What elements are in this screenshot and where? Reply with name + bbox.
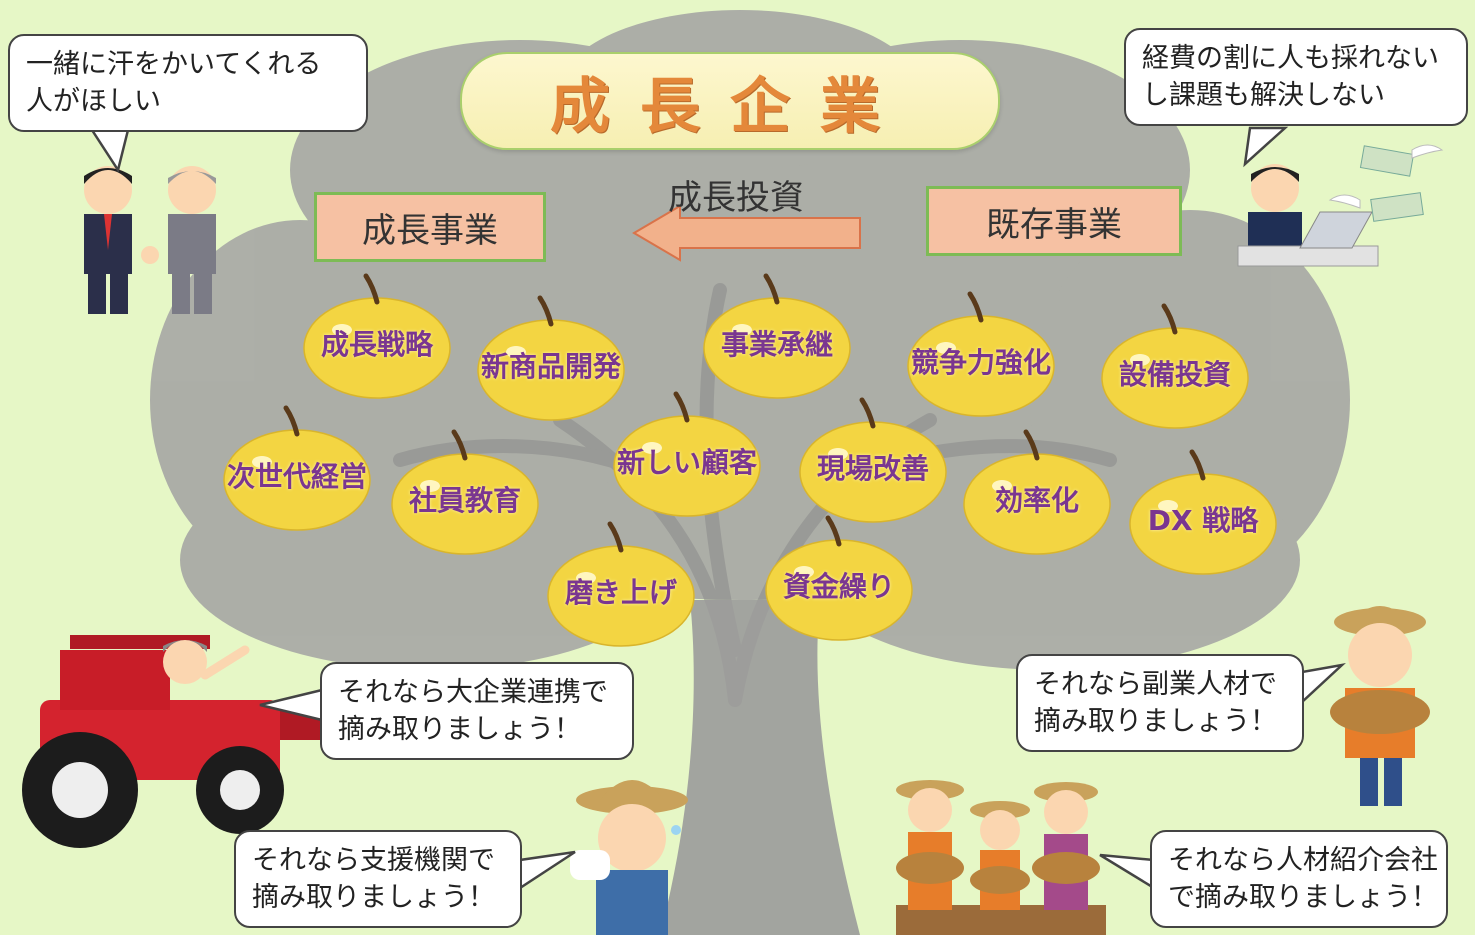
tractor-illustration xyxy=(22,635,320,848)
fruit-highlight xyxy=(332,324,352,336)
bubble-line: 摘み取りましょう！ xyxy=(1034,706,1277,737)
fruit-7: 社員教育 xyxy=(390,429,540,555)
fruit-shape xyxy=(1129,449,1277,575)
growth-investment-label: 成長投資 xyxy=(668,178,804,218)
fruit-label: 設備投資 xyxy=(1118,357,1231,391)
growth-business-box: 成長事業 xyxy=(314,192,546,262)
fruit-shape xyxy=(303,273,451,399)
fruit-stem xyxy=(1189,449,1206,481)
growth-arrow xyxy=(632,204,861,262)
existing-business-box: 既存事業 xyxy=(926,186,1182,256)
bubble-line: 一緒に汗をかいてくれる xyxy=(26,49,322,80)
fruit-label: 社員教育 xyxy=(408,483,521,517)
fruit-shape xyxy=(547,521,695,647)
bubble-top-right: 経費の割に人も採れない し課題も解決しない xyxy=(1124,28,1468,126)
fruit-label: 事業承継 xyxy=(720,327,833,361)
fruit-highlight xyxy=(794,566,814,578)
fruit-shape xyxy=(765,515,913,641)
bubble-line: し課題も解決しない xyxy=(1142,80,1385,111)
fruit-12: 磨き上げ xyxy=(546,521,696,647)
fruit-highlight xyxy=(576,572,596,584)
fruit-10: 効率化 xyxy=(962,429,1112,555)
tree-trunk xyxy=(660,600,860,935)
fruit-shape xyxy=(703,273,851,399)
existing-business-label: 既存事業 xyxy=(986,204,1122,245)
fruit-13: 資金繰り xyxy=(764,515,914,641)
fruit-highlight xyxy=(1130,354,1150,366)
fruit-shape xyxy=(613,391,761,517)
fruit-highlight xyxy=(1158,500,1178,512)
fruit-label: 次世代経営 xyxy=(226,459,367,493)
fruit-stem xyxy=(1023,429,1040,461)
fruit-stem xyxy=(859,397,876,429)
fruit-stem xyxy=(825,515,842,547)
fruit-9: 現場改善 xyxy=(798,397,948,523)
farmer-sweat-illustration xyxy=(570,780,688,935)
fruit-label: 磨き上げ xyxy=(564,575,677,609)
fruit-2: 新商品開発 xyxy=(476,295,626,421)
bubble-line: それなら支援機関で xyxy=(252,845,495,876)
fruit-highlight xyxy=(992,480,1012,492)
fruit-stem xyxy=(451,429,468,461)
fruit-label: 新商品開発 xyxy=(480,349,621,383)
bubble-line: 摘み取りましょう！ xyxy=(252,882,495,913)
fruit-11: DX 戦略 xyxy=(1128,449,1278,575)
fruit-6: 次世代経営 xyxy=(222,405,372,531)
bubble-line: 摘み取りましょう！ xyxy=(338,714,581,745)
fruit-shape xyxy=(477,295,625,421)
fruit-stem xyxy=(607,521,624,553)
fruit-stem xyxy=(967,291,984,323)
page-title: 成長企業 xyxy=(460,52,1000,150)
bubble-line: 人がほしい xyxy=(26,86,161,117)
fruit-shape xyxy=(799,397,947,523)
fruit-highlight xyxy=(506,346,526,358)
fruit-label: 資金繰り xyxy=(782,569,895,603)
fruit-stem xyxy=(1161,303,1178,335)
farmers-group-illustration xyxy=(896,780,1106,935)
fruit-shape xyxy=(391,429,539,555)
fruit-stem xyxy=(763,273,780,305)
fruit-5: 設備投資 xyxy=(1100,303,1250,429)
bubble-bottom-right: それなら人材紹介会社 で摘み取りましょう！ xyxy=(1150,830,1448,928)
fruit-label: 競争力強化 xyxy=(910,345,1051,379)
bubble-line: で摘み取りましょう！ xyxy=(1168,882,1438,913)
fruit-highlight xyxy=(642,442,662,454)
fruit-label: 新しい顧客 xyxy=(616,445,757,479)
fruit-highlight xyxy=(420,480,440,492)
fruit-shape xyxy=(1101,303,1249,429)
fruit-shape xyxy=(223,405,371,531)
fruit-highlight xyxy=(732,324,752,336)
bubble-mid-left: それなら大企業連携で 摘み取りましょう！ xyxy=(320,662,634,760)
fruit-highlight xyxy=(252,456,272,468)
page-title-text: 成長企業 xyxy=(550,71,910,142)
farmer-basket-illustration xyxy=(1330,606,1430,806)
bubble-line: それなら大企業連携で xyxy=(338,677,608,708)
fruit-3: 事業承継 xyxy=(702,273,852,399)
fruit-highlight xyxy=(936,342,956,354)
fruit-stem xyxy=(673,391,690,423)
handshake-illustration xyxy=(84,166,216,314)
fruit-shape xyxy=(963,429,1111,555)
fruit-label: DX 戦略 xyxy=(1147,503,1259,537)
bubble-line: それなら副業人材で xyxy=(1034,669,1277,700)
fruit-1: 成長戦略 xyxy=(302,273,452,399)
fruit-label: 効率化 xyxy=(994,483,1079,517)
fruit-4: 競争力強化 xyxy=(906,291,1056,417)
fruit-label: 現場改善 xyxy=(816,451,929,485)
bubble-mid-right: それなら副業人材で 摘み取りましょう！ xyxy=(1016,654,1304,752)
fruit-8: 新しい顧客 xyxy=(612,391,762,517)
fruit-label: 成長戦略 xyxy=(320,327,433,361)
worried-man-illustration xyxy=(1237,144,1444,267)
fruit-shape xyxy=(907,291,1055,417)
fruit-stem xyxy=(363,273,380,305)
growth-business-label: 成長事業 xyxy=(362,210,498,251)
bubble-top-left: 一緒に汗をかいてくれる 人がほしい xyxy=(8,34,368,132)
fruit-stem xyxy=(283,405,300,437)
fruit-stem xyxy=(537,295,554,327)
bubble-bottom-left: それなら支援機関で 摘み取りましょう！ xyxy=(234,830,522,928)
bubble-line: それなら人材紹介会社 xyxy=(1168,845,1438,876)
fruit-highlight xyxy=(828,448,848,460)
bubble-line: 経費の割に人も採れない xyxy=(1142,43,1439,74)
